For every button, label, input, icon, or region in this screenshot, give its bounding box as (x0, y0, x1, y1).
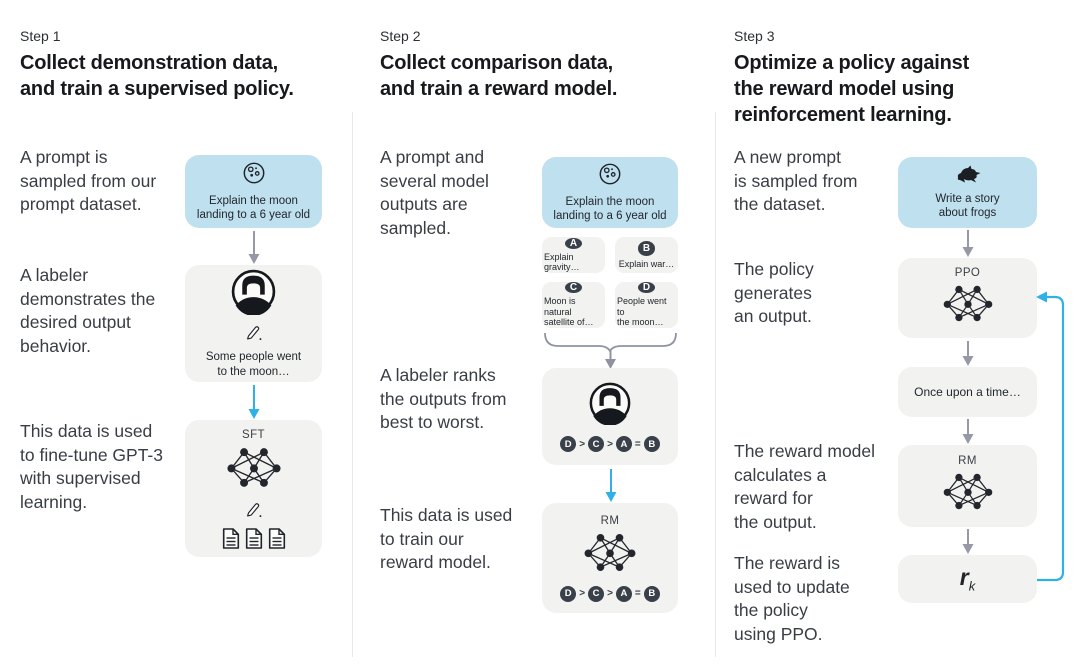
step1-label: Step 1 (20, 28, 61, 44)
rank-badge: C (588, 436, 605, 452)
output-text: Once upon a time… (914, 384, 1021, 399)
pencil-icon (245, 501, 262, 523)
step3-caption-prompt: A new prompt is sampled from the dataset… (734, 147, 858, 214)
output-option-a: A Explain gravity… (542, 237, 605, 273)
labeler-avatar-icon (230, 268, 277, 320)
rm-reward-box: RM (898, 445, 1037, 527)
step2-caption-ranks: A labeler ranks the outputs from best to… (380, 365, 507, 432)
option-badge: D (638, 282, 655, 294)
rank-badge: A (615, 436, 632, 452)
neural-network-icon (941, 470, 995, 518)
option-badge: A (565, 237, 582, 249)
ranking-row: D > C > A = B (560, 436, 660, 452)
step1-column: Step 1 Collect demonstration data, and t… (20, 0, 352, 670)
rank-badge: D (560, 436, 577, 452)
step1-title: Collect demonstration data, and train a … (20, 52, 294, 100)
step1-caption-labeler: A labeler demonstrates the desired outpu… (20, 265, 156, 356)
output-option-c: C Moon is natural satellite of… (542, 282, 605, 328)
moon-icon (242, 161, 266, 190)
down-arrow-icon (962, 341, 974, 366)
rank-operator: > (579, 438, 586, 450)
step3-label: Step 3 (734, 28, 775, 44)
prompt-text: Explain the moon landing to a 6 year old (553, 195, 667, 223)
step3-caption-reward: The reward model calculates a reward for… (734, 441, 876, 532)
step2-caption-train: This data is used to train our reward mo… (380, 505, 513, 572)
step1-caption-finetune: This data is used to fine-tune GPT-3 wit… (20, 421, 163, 512)
column-divider (352, 112, 353, 657)
ranking-row: D > C > A = B (560, 585, 660, 602)
labeler-avatar-icon (588, 381, 632, 430)
merge-brace-arrow-icon (544, 332, 677, 369)
demonstration-text: Some people went to the moon… (205, 351, 302, 378)
rank-badge: B (643, 436, 660, 452)
rank-badge: C (588, 585, 605, 602)
prompt-box: Write a story about frogs (898, 157, 1037, 228)
rm-label: RM (600, 514, 620, 527)
step2-caption-sampled: A prompt and several model outputs are s… (380, 147, 489, 238)
moon-icon (598, 162, 622, 191)
rank-badge: A (615, 585, 632, 602)
step3-caption-policy: The policy generates an output. (734, 259, 814, 326)
rank-operator: > (579, 588, 586, 599)
step2-title: Collect comparison data, and train a rew… (380, 52, 618, 100)
option-badge: C (565, 282, 582, 294)
down-arrow-icon (962, 419, 974, 444)
neural-network-icon (941, 282, 995, 330)
rank-badge: D (560, 585, 577, 602)
rank-badge: B (643, 585, 660, 602)
feedback-loop-arrow-icon (1036, 291, 1065, 582)
sft-label: SFT (242, 428, 265, 441)
neural-network-icon (582, 530, 638, 580)
pencil-icon (245, 324, 262, 346)
prompt-text: Explain the moon landing to a 6 year old (196, 194, 311, 222)
ppo-label: PPO (954, 266, 981, 279)
down-arrow-icon (962, 230, 974, 257)
rank-operator: = (634, 438, 641, 450)
labeler-ranking-box: D > C > A = B (542, 368, 678, 465)
step3-caption-update: The reward is used to update the policy … (734, 553, 850, 644)
step2-column: Step 2 Collect comparison data, and trai… (380, 0, 712, 670)
rank-operator: > (607, 588, 613, 599)
down-arrow-icon (248, 385, 260, 419)
frog-icon (955, 165, 981, 188)
down-arrow-icon (605, 469, 617, 502)
step3-title: Optimize a policy against the reward mod… (734, 52, 970, 126)
generated-output-box: Once upon a time… (898, 367, 1037, 417)
prompt-box: Explain the moon landing to a 6 year old (185, 155, 322, 228)
rm-label: RM (958, 454, 977, 467)
reward-value-box: rk (898, 555, 1037, 603)
column-divider (715, 112, 716, 657)
option-badge: B (638, 241, 655, 256)
rank-operator: > (607, 438, 613, 450)
prompt-text: Write a story about frogs (935, 192, 1000, 220)
ppo-policy-box: PPO (898, 258, 1037, 338)
sft-model-box: SFT (185, 420, 322, 557)
reward-value: rk (959, 564, 976, 594)
output-option-b: B Explain war… (615, 237, 678, 273)
down-arrow-icon (962, 529, 974, 554)
rm-model-box: RM D > C > A (542, 503, 678, 613)
model-outputs-grid: A Explain gravity… B Explain war… C Moon… (542, 237, 678, 328)
documents-icon (222, 527, 286, 549)
rank-operator: = (634, 588, 641, 599)
step1-caption-prompt: A prompt is sampled from our prompt data… (20, 147, 157, 214)
down-arrow-icon (248, 231, 260, 264)
neural-network-icon (225, 444, 283, 496)
output-option-d: D People went to the moon… (615, 282, 678, 328)
prompt-box: Explain the moon landing to a 6 year old (542, 157, 678, 228)
step2-label: Step 2 (380, 28, 421, 44)
labeler-demonstration-box: Some people went to the moon… (185, 265, 322, 382)
step3-column: Step 3 Optimize a policy against the rew… (734, 0, 1080, 670)
